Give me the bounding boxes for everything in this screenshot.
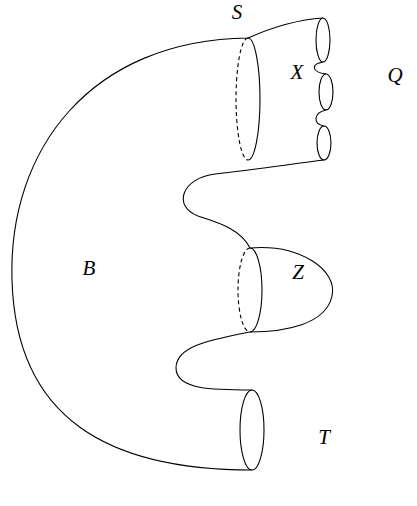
lower-fold	[176, 332, 252, 390]
q-tube-end	[319, 74, 333, 110]
q-tube-end	[317, 126, 331, 160]
z-circle-back	[238, 248, 250, 332]
boundary-label: Q	[387, 65, 402, 86]
surface-label: S	[232, 2, 243, 23]
s-circle-front	[248, 38, 260, 160]
region-label: Z	[292, 262, 304, 283]
q-tube-end	[316, 18, 330, 62]
z-cap	[250, 248, 333, 332]
t-circle	[240, 390, 264, 470]
s-circle-back	[236, 38, 248, 160]
boundary-label: T	[318, 427, 330, 448]
region-label: X	[291, 62, 304, 83]
q-tube-joint	[314, 62, 326, 74]
z-circle-front	[250, 248, 262, 332]
outer-contour	[12, 18, 323, 470]
region-label: B	[83, 258, 96, 279]
upper-fold	[183, 160, 324, 248]
q-tube-joint	[316, 110, 326, 126]
